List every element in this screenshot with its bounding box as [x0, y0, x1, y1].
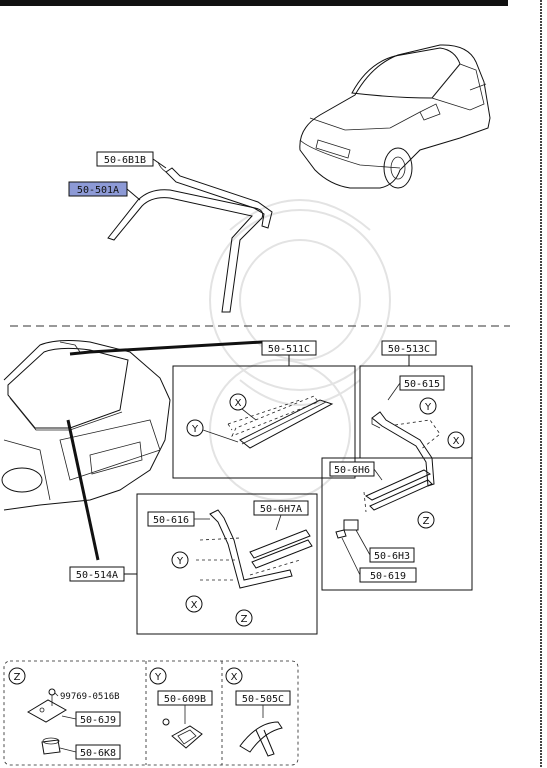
marker-y-panel-text: Y [154, 672, 162, 683]
leader-6h3 [355, 529, 371, 556]
marker-x-616-text: X [191, 600, 198, 611]
rear-car-illustration [1, 340, 171, 511]
leader-615 [387, 382, 401, 401]
part-number-50-609b: 50-609B [164, 694, 206, 705]
leader-line-501a [126, 188, 141, 201]
leader-619 [341, 537, 361, 576]
part-number-50-6j9: 50-6J9 [80, 715, 116, 726]
front-car-illustration [299, 44, 491, 189]
part-number-50-619: 50-619 [370, 571, 406, 582]
part-number-50-514a: 50-514A [76, 570, 118, 581]
marker-x-513c-text: X [453, 436, 460, 447]
side-molding-616-illustration [196, 509, 313, 589]
part-number-50-511c: 50-511C [268, 344, 310, 355]
part-number-50-6h3: 50-6H3 [374, 551, 410, 562]
part-number-50-6b1b: 50-6B1B [104, 155, 146, 166]
marker-z-513c [417, 511, 435, 529]
part-number-50-513c: 50-513C [388, 344, 430, 355]
part-number-50-616: 50-616 [153, 515, 189, 526]
detail-box-513c-lower [321, 457, 473, 591]
marker-y-513c [419, 397, 437, 415]
side-molding-615-illustration [371, 411, 441, 487]
part-number-50-505c: 50-505C [242, 694, 284, 705]
upper-molding-511c-illustration [227, 395, 334, 449]
leader-6h6 [373, 468, 383, 481]
leader-line-511c [69, 340, 263, 356]
part-number-50-6h6: 50-6H6 [334, 465, 370, 476]
marker-y-511c [186, 419, 204, 437]
channel-6h6-illustration [363, 469, 433, 513]
clip-609b-illustration [162, 718, 203, 749]
grommet-6k8-illustration [41, 737, 61, 755]
part-number-50-615: 50-615 [404, 379, 440, 390]
leader-y-511c [202, 429, 239, 443]
marker-x-panel-text: X [231, 672, 238, 683]
marker-y-616-text: Y [176, 556, 184, 567]
marker-x-511c [229, 393, 247, 411]
detail-box-616 [136, 493, 318, 635]
marker-x-513c [447, 431, 465, 449]
part-number-50-6h7a: 50-6H7A [260, 504, 302, 515]
leader-x-511c [241, 408, 257, 421]
part-number-50-6k8: 50-6K8 [80, 748, 116, 759]
part-number-99769-0516b[interactable]: 99769-0516B [60, 692, 120, 702]
marker-z-panel-text: Z [14, 672, 21, 683]
leader-6h7a [275, 514, 282, 531]
leader-line-514a [66, 419, 100, 561]
marker-y-panel [149, 667, 167, 685]
marker-z-panel [8, 667, 26, 685]
marker-x-616 [185, 595, 203, 613]
detail-panel-group [3, 660, 299, 766]
windshield-molding-illustration [107, 161, 273, 313]
marker-z-616-text: Z [241, 614, 248, 625]
clip-6h3-illustration [335, 519, 359, 539]
marker-z-513c-text: Z [423, 516, 430, 527]
part-number-50-501a: 50-501A [77, 185, 119, 196]
end-cap-505c-illustration [239, 721, 283, 757]
marker-y-616 [171, 551, 189, 569]
watermark-emblem [209, 199, 391, 501]
marker-y-511c-text: Y [191, 424, 199, 435]
leader-99769 [54, 692, 59, 697]
marker-x-511c-text: X [235, 398, 242, 409]
marker-y-513c-text: Y [424, 402, 432, 413]
leader-6k8 [59, 747, 77, 753]
leader-6j9 [61, 715, 77, 720]
leader-line-6b1b [152, 158, 167, 169]
detail-box-511c [172, 365, 356, 479]
marker-z-616 [235, 609, 253, 627]
top-border-bar [0, 0, 508, 6]
marker-x-panel [225, 667, 243, 685]
bracket-6j9-illustration [27, 688, 67, 723]
